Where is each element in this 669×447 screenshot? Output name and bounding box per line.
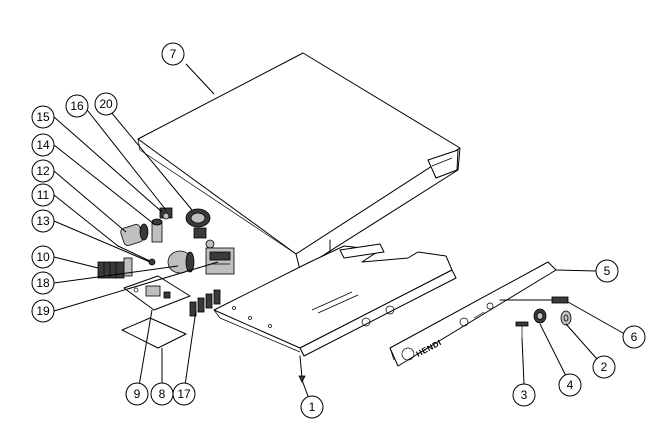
callout-4-label: 4 — [567, 378, 574, 392]
callout-2-label: 2 — [601, 360, 608, 374]
motor-small — [120, 223, 149, 247]
screw — [515, 321, 529, 338]
callout-16: 16 — [65, 94, 89, 118]
callout-19: 19 — [31, 299, 55, 323]
callout-18-label: 18 — [36, 276, 50, 290]
callout-9-label: 9 — [134, 387, 141, 401]
callout-13: 13 — [31, 209, 55, 233]
callout-10: 10 — [31, 245, 55, 269]
callout-11-label: 11 — [37, 188, 50, 202]
callout-3: 3 — [512, 383, 536, 407]
callout-5: 5 — [595, 259, 619, 283]
mounting-plate — [121, 317, 187, 349]
callout-2: 2 — [592, 355, 616, 379]
callout-8-label: 8 — [159, 387, 166, 401]
callout-7: 7 — [161, 42, 185, 66]
callout-7-label: 7 — [170, 47, 177, 61]
callout-1-label: 1 — [309, 400, 316, 414]
wiring-connectors — [189, 289, 221, 317]
contactor — [205, 247, 235, 275]
callout-20: 20 — [94, 92, 118, 116]
callout-14: 14 — [31, 133, 55, 157]
callout-8: 8 — [150, 382, 174, 406]
callout-17: 17 — [172, 382, 196, 406]
callout-4: 4 — [558, 373, 582, 397]
thermostat — [185, 208, 215, 249]
callout-19-label: 19 — [36, 304, 50, 318]
callout-10-label: 10 — [36, 250, 50, 264]
callout-15-label: 15 — [36, 110, 50, 124]
sensor-assembly — [151, 207, 173, 243]
callout-17-label: 17 — [177, 387, 191, 401]
callout-5-label: 5 — [604, 264, 611, 278]
callout-13-label: 13 — [36, 214, 50, 228]
callout-9: 9 — [125, 382, 149, 406]
callout-11: 11 — [31, 183, 55, 207]
callout-20-label: 20 — [99, 97, 113, 111]
callout-12-label: 12 — [36, 164, 50, 178]
callout-6-label: 6 — [631, 330, 638, 344]
switch — [533, 308, 547, 324]
knob — [560, 310, 572, 326]
callout-14-label: 14 — [36, 138, 50, 152]
callout-15: 15 — [31, 105, 55, 129]
probe-rod — [499, 296, 569, 304]
callout-18: 18 — [31, 271, 55, 295]
callout-3-label: 3 — [521, 388, 528, 402]
callout-12: 12 — [31, 159, 55, 183]
leader-lines — [53, 63, 631, 408]
top-cover — [137, 52, 461, 279]
callout-16-label: 16 — [70, 99, 84, 113]
callout-1: 1 — [300, 395, 324, 419]
sensor-wire — [117, 245, 156, 266]
callout-6: 6 — [622, 325, 646, 349]
fan-motor — [167, 250, 195, 274]
circuit-board — [123, 275, 191, 311]
base-chassis — [213, 243, 457, 383]
